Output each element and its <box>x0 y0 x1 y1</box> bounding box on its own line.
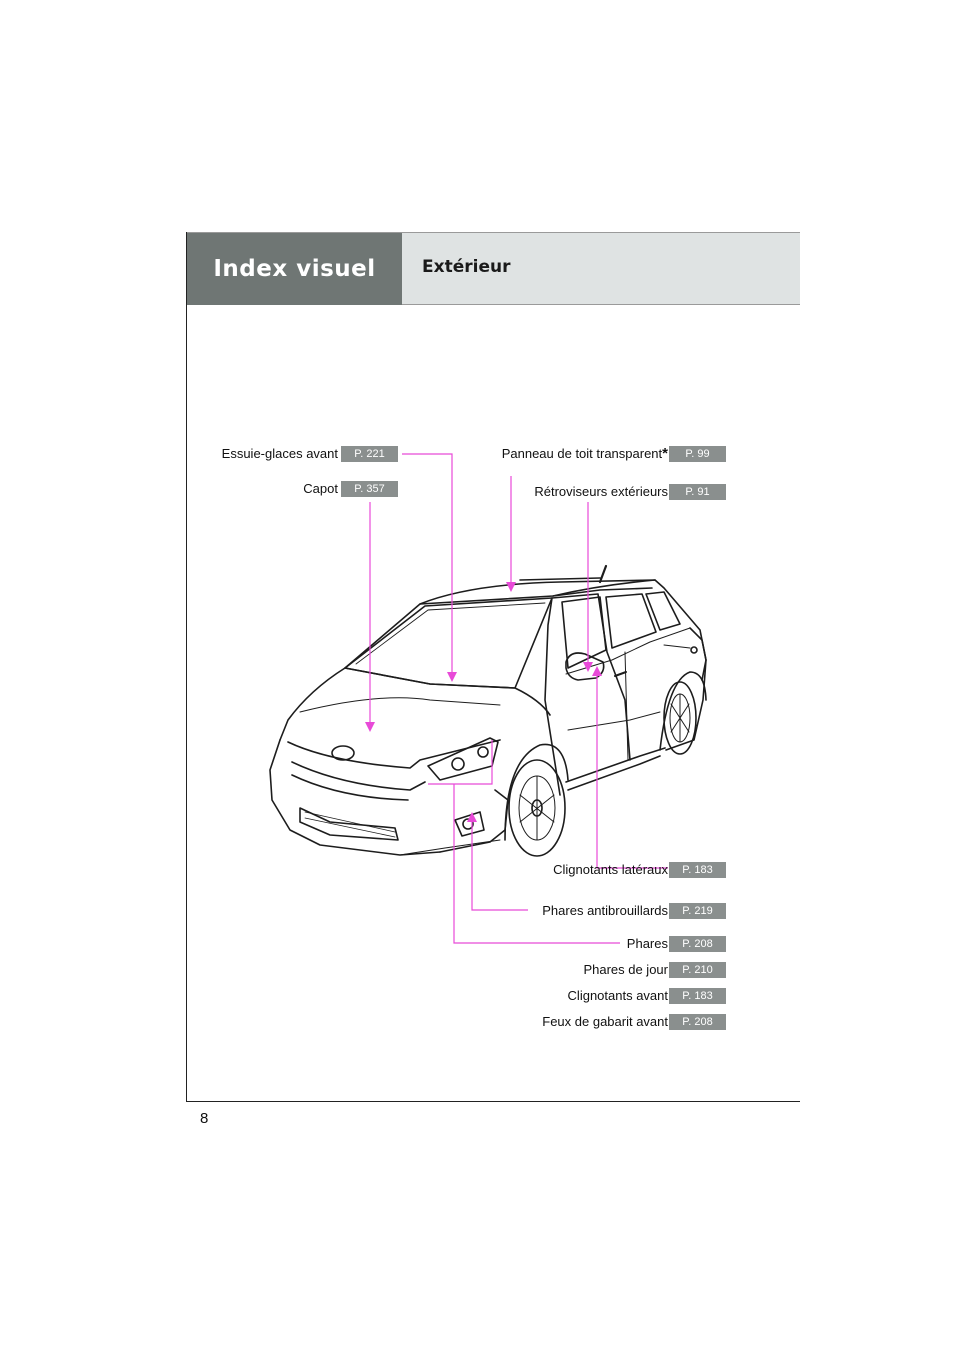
page-number: 8 <box>200 1110 209 1127</box>
frame-bottom-rule <box>186 1101 800 1102</box>
label-phares: Phares <box>626 936 668 951</box>
page-link-phares-antibrouillards[interactable]: P. 219 <box>669 903 726 919</box>
page-link-capot[interactable]: P. 357 <box>341 481 398 497</box>
page-link-feux-gabarit[interactable]: P. 208 <box>669 1014 726 1030</box>
label-panneau-toit: Panneau de toit transparent* <box>502 446 668 462</box>
label-phares-jour: Phares de jour <box>583 962 668 977</box>
page-title: Extérieur <box>422 257 511 277</box>
label-essuie-glaces: Essuie-glaces avant <box>221 446 338 461</box>
label-feux-gabarit: Feux de gabarit avant <box>542 1014 668 1029</box>
page-link-clignotants-lateraux[interactable]: P. 183 <box>669 862 726 878</box>
label-capot: Capot <box>303 481 338 496</box>
asterisk-marker: * <box>662 445 668 462</box>
page-link-clignotants-avant[interactable]: P. 183 <box>669 988 726 1004</box>
page-link-panneau-toit[interactable]: P. 99 <box>669 446 726 462</box>
label-clignotants-lateraux: Clignotants latéraux <box>553 862 668 877</box>
label-panneau-toit-text: Panneau de toit transparent <box>501 446 663 461</box>
label-retroviseurs: Rétroviseurs extérieurs <box>534 484 668 499</box>
frame-left-rule <box>186 232 187 1102</box>
page-header: Extérieur <box>402 233 800 305</box>
page-link-essuie-glaces[interactable]: P. 221 <box>341 446 398 462</box>
section-title: Index visuel <box>187 233 402 305</box>
page-link-phares-jour[interactable]: P. 210 <box>669 962 726 978</box>
label-clignotants-avant: Clignotants avant <box>567 988 668 1003</box>
label-phares-antibrouillards: Phares antibrouillards <box>542 903 668 918</box>
page-link-retroviseurs[interactable]: P. 91 <box>669 484 726 500</box>
page-link-phares[interactable]: P. 208 <box>669 936 726 952</box>
frame-top-rule <box>186 232 800 233</box>
